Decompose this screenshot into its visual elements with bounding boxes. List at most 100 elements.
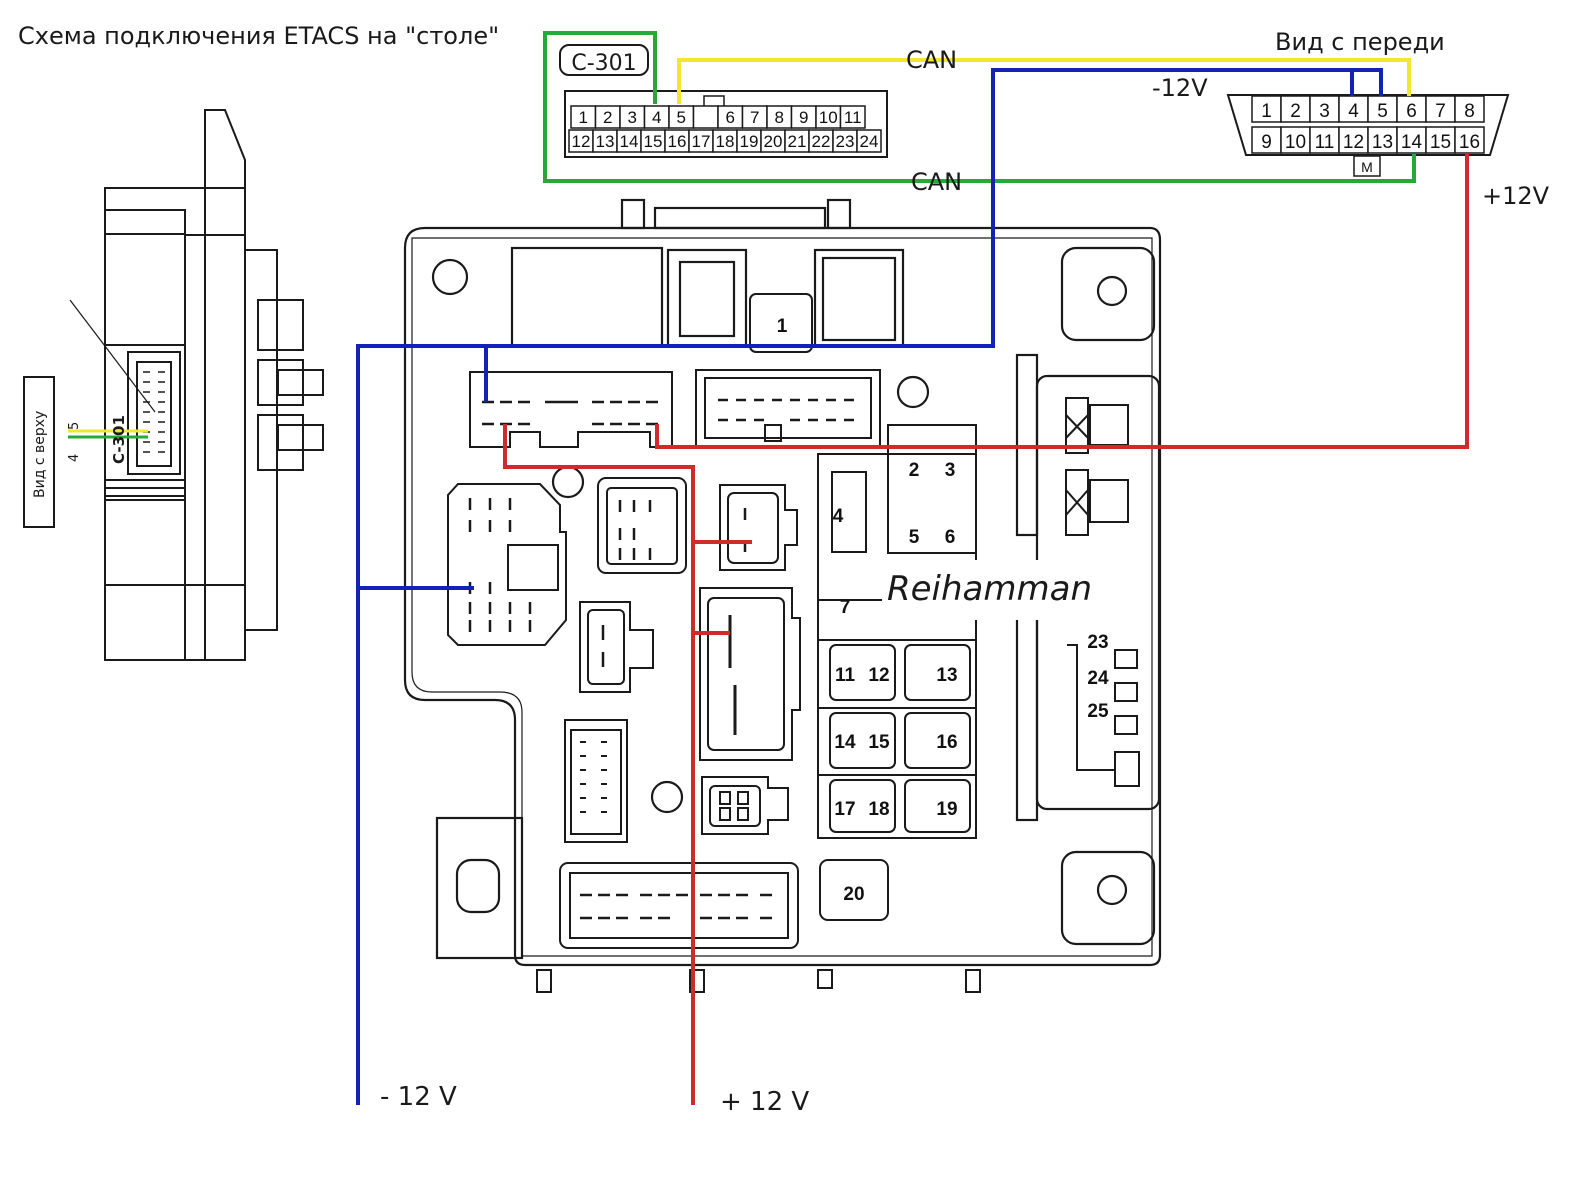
relay-column bbox=[1065, 397, 1140, 787]
obd-pin-13: 13 bbox=[1372, 132, 1393, 153]
c301-pin-10: 10 bbox=[819, 108, 838, 127]
minus-12v-obd-label: -12V bbox=[1152, 74, 1208, 102]
fuse-15: 15 bbox=[868, 732, 890, 753]
plus-12v-obd-label: +12V bbox=[1482, 182, 1550, 210]
c301-pin-21: 21 bbox=[788, 132, 807, 151]
c301-pin-7: 7 bbox=[750, 108, 759, 127]
c301-pin-23: 23 bbox=[836, 132, 855, 151]
power-wire-main bbox=[503, 424, 695, 1105]
fuse-18: 18 bbox=[868, 799, 889, 820]
obd-pin-cell bbox=[1338, 126, 1369, 154]
c301-pin-cell bbox=[692, 105, 719, 129]
obd-pin-2: 2 bbox=[1290, 101, 1301, 122]
obd-pin-cell bbox=[1280, 126, 1311, 154]
c301-pin-5: 5 bbox=[677, 108, 686, 127]
c301-pin-cell bbox=[856, 129, 882, 153]
obd-key bbox=[1353, 155, 1381, 177]
obd-key-label: M bbox=[1361, 159, 1373, 175]
fuse-19: 19 bbox=[936, 799, 957, 820]
c301-pin-6: 6 bbox=[726, 108, 735, 127]
obd-pin-8: 8 bbox=[1464, 101, 1475, 122]
ground-wire-main bbox=[356, 68, 1354, 1105]
power-wire-obd bbox=[655, 154, 1469, 449]
obd-pin-11: 11 bbox=[1315, 132, 1335, 153]
harness-connector-right bbox=[695, 369, 881, 447]
c301-pin-15: 15 bbox=[644, 132, 663, 151]
side-connector-pins bbox=[143, 371, 165, 453]
obd-pin-1: 1 bbox=[1261, 101, 1272, 122]
c301-pin-3: 3 bbox=[628, 108, 637, 127]
obd-pin-9: 9 bbox=[1261, 132, 1272, 153]
can-bottom-label: CAN bbox=[911, 168, 962, 196]
c301-pin-2: 2 bbox=[603, 108, 612, 127]
fuse-4: 4 bbox=[833, 506, 844, 527]
etacs-side-view bbox=[69, 109, 324, 661]
c301-pin-8: 8 bbox=[775, 108, 784, 127]
obd-pin-cell bbox=[1309, 95, 1340, 123]
socket-mid-3 bbox=[579, 601, 654, 693]
socket-mid-1 bbox=[597, 477, 687, 574]
obd-pin-4: 4 bbox=[1348, 101, 1359, 122]
socket-left-large bbox=[447, 483, 567, 646]
c301-pin-11: 11 bbox=[844, 108, 862, 127]
fuse-block bbox=[749, 293, 977, 921]
obd-pin-14: 14 bbox=[1401, 132, 1423, 153]
c301-pin-20: 20 bbox=[764, 132, 783, 151]
can-high-wire bbox=[677, 58, 1411, 104]
fuse-20: 20 bbox=[843, 884, 864, 905]
c301-pin-14: 14 bbox=[620, 132, 639, 151]
side-pin-5-label: 5 bbox=[67, 422, 82, 430]
c301-pin-19: 19 bbox=[740, 132, 759, 151]
fuse-23: 23 bbox=[1087, 632, 1108, 653]
obd-pin-row-bottom: 9 10 11 12 13 14 15 16 bbox=[1251, 126, 1485, 154]
fuse-1: 1 bbox=[777, 316, 788, 337]
fuse-13: 13 bbox=[936, 665, 957, 686]
fuse-3: 3 bbox=[945, 460, 956, 481]
fuse-25: 25 bbox=[1087, 701, 1109, 722]
obd-pin-7: 7 bbox=[1435, 101, 1446, 122]
obd-pin-cell bbox=[1396, 126, 1427, 154]
c301-pin-1: 1 bbox=[579, 108, 588, 127]
socket-mid-2 bbox=[719, 484, 798, 571]
c301-pin-24: 24 bbox=[860, 132, 879, 151]
side-connector-label: C-301 bbox=[110, 415, 128, 464]
obd-pin-16: 16 bbox=[1459, 132, 1480, 153]
harness-connector-bottom bbox=[559, 862, 799, 949]
socket-small bbox=[701, 776, 789, 835]
obd-pin-10: 10 bbox=[1285, 132, 1306, 153]
fuse-6: 6 bbox=[945, 527, 956, 548]
obd-pin-5: 5 bbox=[1377, 101, 1388, 122]
obd-pin-3: 3 bbox=[1319, 101, 1330, 122]
fuse-17: 17 bbox=[834, 799, 855, 820]
watermark: Reihamman bbox=[887, 569, 1092, 609]
fuse-2: 2 bbox=[909, 460, 920, 481]
obd-pin-12: 12 bbox=[1343, 132, 1364, 153]
fuse-7: 7 bbox=[840, 597, 851, 618]
harness-connector-left bbox=[469, 371, 673, 448]
fuse-5: 5 bbox=[909, 527, 920, 548]
c301-pin-9: 9 bbox=[799, 108, 808, 127]
front-view-label: Вид с переди bbox=[1275, 28, 1445, 56]
plus-12v-bottom-label: + 12 V bbox=[720, 1087, 809, 1117]
fuse-16: 16 bbox=[936, 732, 957, 753]
obd-pin-15: 15 bbox=[1430, 132, 1451, 153]
fuse-12: 12 bbox=[868, 665, 889, 686]
obd-pin-cell bbox=[1280, 95, 1311, 123]
minus-12v-bottom-label: - 12 V bbox=[380, 1082, 457, 1112]
c301-name: C-301 bbox=[571, 51, 636, 76]
c301-pin-13: 13 bbox=[596, 132, 615, 151]
can-low-wire bbox=[543, 31, 1416, 183]
fuse-11: 11 bbox=[835, 665, 856, 686]
fuse-14: 14 bbox=[834, 732, 856, 753]
c301-pin-22: 22 bbox=[812, 132, 831, 151]
fuse-labels: 1 2 3 4 5 6 7 11 12 13 14 15 16 17 18 19… bbox=[777, 316, 1109, 905]
bottom-clips bbox=[536, 969, 981, 993]
etacs-unit bbox=[403, 198, 1162, 967]
c301-pin-16: 16 bbox=[668, 132, 687, 151]
c301-pin-cell bbox=[839, 105, 866, 129]
socket-lower-left bbox=[564, 719, 628, 843]
